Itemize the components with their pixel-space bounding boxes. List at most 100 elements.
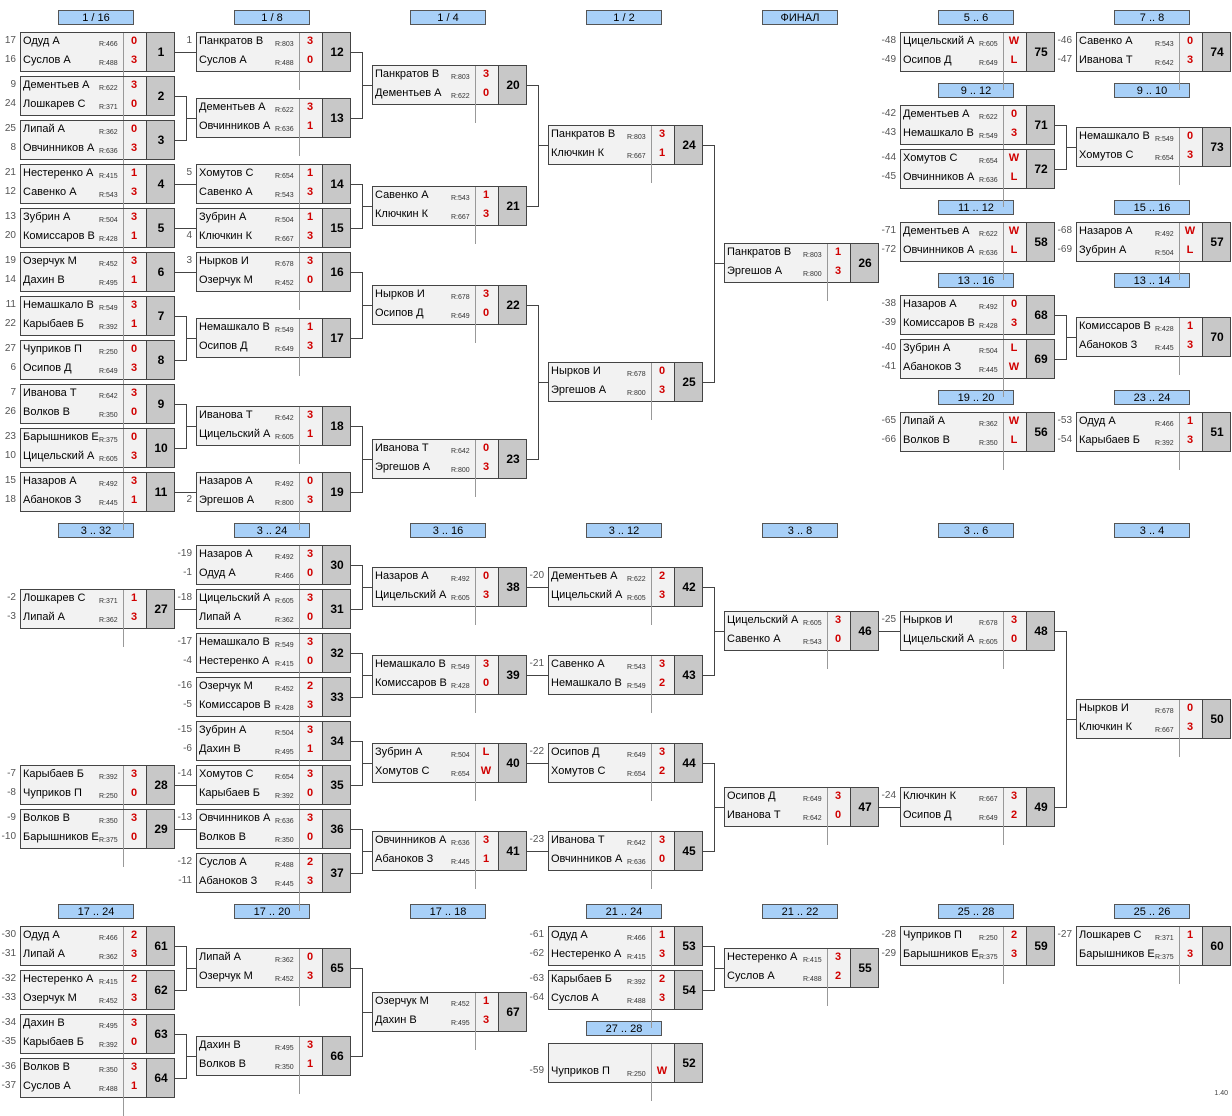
player-row[interactable] bbox=[549, 1044, 674, 1082]
